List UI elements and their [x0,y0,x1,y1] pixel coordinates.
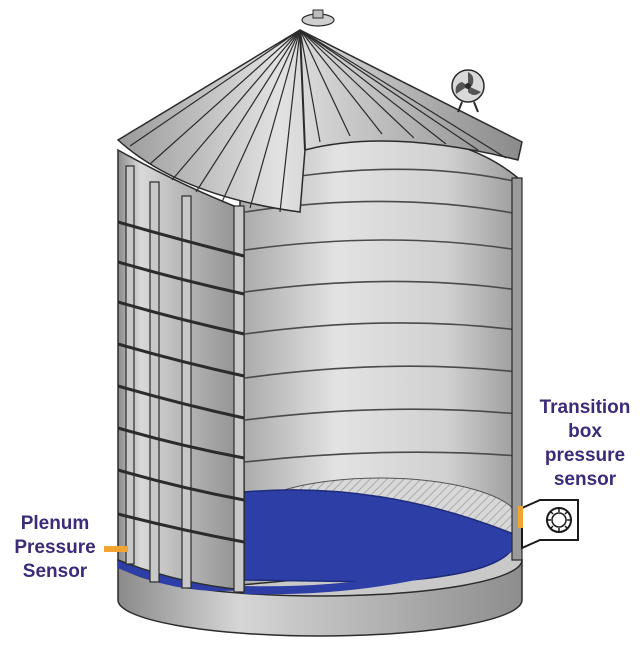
grain-floor [118,477,522,595]
fan-icon [451,69,485,113]
bin-roof [116,9,523,213]
gauge-icon [546,507,572,533]
label-line: sensor [553,469,617,490]
transition-box-sensor-label: Transition box pressure sensor [526,396,644,492]
bin-outer-wall [117,148,523,593]
bin-interior-wall [239,133,519,586]
label-line: Transition [539,397,631,418]
label-line: pressure [544,445,626,466]
label-line: Pressure [14,537,96,558]
plenum-sensor-marker [104,546,128,552]
label-line: Sensor [22,561,88,582]
label-line: Plenum [20,513,90,534]
label-line: box [568,421,602,442]
plenum-pressure-sensor-label: Plenum Pressure Sensor [2,512,108,584]
